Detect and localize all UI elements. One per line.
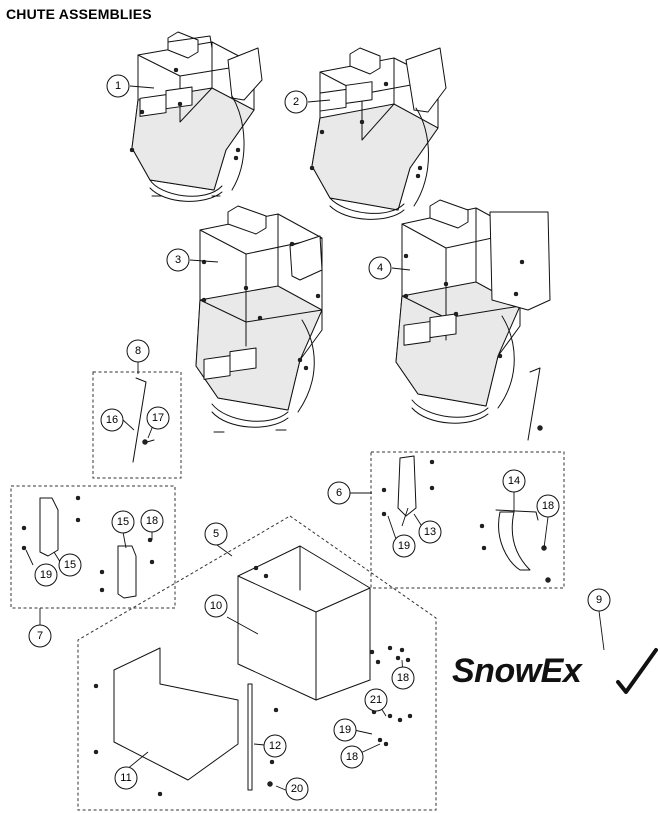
svg-text:8: 8 [135, 345, 141, 357]
callout-20: 20 [285, 777, 309, 801]
chute-assembly-4 [395, 199, 551, 441]
svg-text:7: 7 [37, 630, 43, 642]
svg-text:19: 19 [339, 724, 351, 736]
svg-text:13: 13 [424, 526, 436, 538]
callout-21: 21 [364, 688, 388, 712]
svg-text:21: 21 [370, 694, 382, 706]
callout-10: 10 [204, 594, 228, 618]
svg-text:16: 16 [106, 414, 118, 426]
callout-18-kit5-lower: 18 [340, 745, 364, 769]
chute-assembly-2 [309, 47, 447, 220]
svg-text:15: 15 [64, 559, 76, 571]
kit-6-group [370, 451, 565, 589]
snowex-logo: SnowEx [448, 646, 658, 696]
svg-text:18: 18 [346, 751, 358, 763]
svg-text:19: 19 [398, 540, 410, 552]
callout-4: 4 [368, 256, 392, 280]
callout-18-kit5-upper: 18 [391, 666, 415, 690]
svg-text:15: 15 [117, 516, 129, 528]
callout-1: 1 [106, 74, 130, 98]
callout-16: 16 [100, 408, 124, 432]
svg-text:1: 1 [115, 80, 121, 92]
kit-7-group [10, 485, 176, 609]
svg-text:11: 11 [120, 772, 131, 784]
callout-15-right: 15 [111, 510, 135, 534]
chute-assembly-3 [195, 205, 323, 433]
callout-2: 2 [284, 90, 308, 114]
callout-13: 13 [418, 520, 442, 544]
callout-6: 6 [327, 481, 351, 505]
callout-19-kit6: 19 [392, 534, 416, 558]
svg-text:5: 5 [213, 528, 219, 540]
callout-18-kit7: 18 [140, 509, 164, 533]
kit-5-group [77, 515, 437, 811]
callout-19-kit5: 19 [333, 718, 357, 742]
chute-assembly-1 [129, 31, 263, 202]
svg-text:4: 4 [377, 262, 383, 274]
svg-text:17: 17 [152, 412, 164, 424]
callout-18-kit6: 18 [536, 494, 560, 518]
callout-12: 12 [263, 734, 287, 758]
logo-wordmark: SnowEx [452, 652, 582, 690]
callout-15-left: 15 [58, 553, 82, 577]
svg-text:10: 10 [210, 600, 222, 612]
svg-text:18: 18 [397, 672, 409, 684]
svg-text:9: 9 [596, 594, 602, 606]
svg-text:18: 18 [542, 500, 554, 512]
checkmark-icon [616, 648, 658, 694]
callout-9: 9 [587, 588, 611, 612]
svg-text:12: 12 [269, 740, 281, 752]
callout-19-kit7: 19 [34, 563, 58, 587]
svg-text:6: 6 [336, 487, 342, 499]
callout-14: 14 [502, 469, 526, 493]
page-title: CHUTE ASSEMBLIES [6, 6, 152, 22]
kit-8-group [92, 371, 182, 479]
svg-text:14: 14 [508, 475, 520, 487]
callout-5: 5 [204, 522, 228, 546]
callout-11: 11 [114, 766, 138, 790]
svg-text:19: 19 [40, 569, 52, 581]
callout-3: 3 [166, 248, 190, 272]
callout-17: 17 [146, 406, 170, 430]
svg-text:3: 3 [175, 254, 181, 266]
svg-text:18: 18 [146, 515, 158, 527]
svg-text:2: 2 [293, 96, 299, 108]
callout-8: 8 [126, 339, 150, 363]
svg-text:20: 20 [291, 783, 303, 795]
callout-7: 7 [28, 624, 52, 648]
